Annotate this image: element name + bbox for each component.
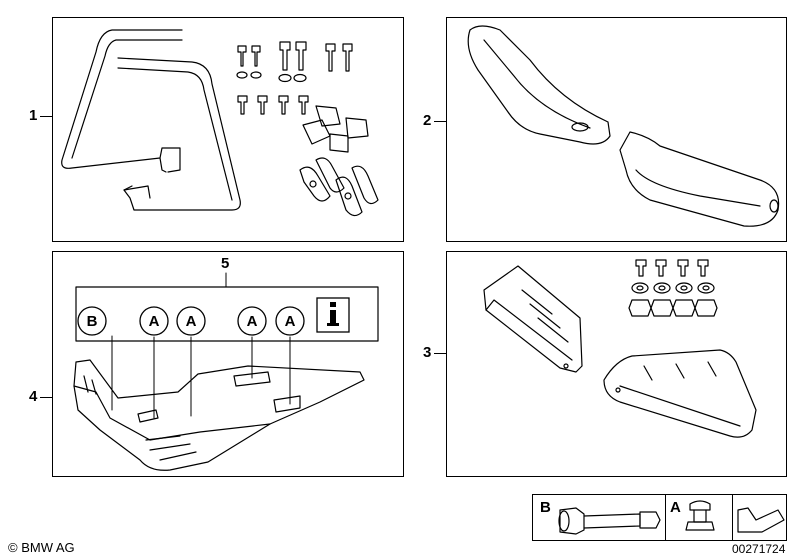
callout-3: 3	[423, 344, 432, 361]
marker-b-circle	[77, 306, 107, 336]
pointer-lines	[111, 272, 291, 419]
leader-2	[434, 121, 446, 122]
cylinder-guard-hardware	[628, 259, 718, 317]
skid-plate	[73, 359, 365, 471]
spacer-bushings	[302, 105, 369, 153]
panel-hand-guards	[446, 17, 787, 242]
legend-rivet-a	[685, 500, 715, 531]
marker-a-circle-1	[139, 306, 169, 336]
marker-a-text-2: A	[186, 313, 197, 330]
crash-bar-left	[61, 29, 183, 173]
diagram-number: 00271724	[732, 542, 786, 556]
bolt-set-lower	[237, 95, 309, 115]
callout-5: 5	[221, 255, 230, 272]
mounting-clamps	[299, 157, 379, 217]
legend-box-a	[665, 494, 733, 541]
legend-box-b	[532, 494, 666, 541]
callout-1: 1	[29, 107, 38, 124]
hand-guard-right	[619, 131, 780, 227]
leader-3	[434, 353, 446, 354]
bolt-set-upper	[236, 41, 353, 83]
marker-a-text-1: A	[149, 313, 160, 330]
copyright-text: © BMW AG	[8, 540, 75, 555]
legend-arrow	[737, 507, 785, 533]
callout-4: 4	[29, 388, 38, 405]
callout-2: 2	[423, 112, 432, 129]
legend-box-arrow	[732, 494, 787, 541]
legend-a-label: A	[670, 499, 681, 516]
leader-4	[40, 397, 52, 398]
hand-guard-left	[467, 25, 611, 145]
marker-a-circle-4	[275, 306, 305, 336]
marker-a-text-4: A	[285, 313, 296, 330]
marker-a-circle-3	[237, 306, 267, 336]
marker-b-text: B	[87, 313, 98, 330]
marker-a-text-3: A	[247, 313, 258, 330]
legend-b-label: B	[540, 499, 551, 516]
crash-bar-right	[117, 57, 241, 211]
label-strip	[75, 286, 379, 342]
panel-skid-plate	[52, 251, 404, 477]
marker-a-circle-2	[176, 306, 206, 336]
cylinder-guard-left	[483, 265, 583, 373]
panel-crash-bars	[52, 17, 404, 242]
legend-bolt-b	[558, 507, 661, 535]
leader-1	[40, 116, 52, 117]
cylinder-guard-right	[603, 349, 757, 438]
